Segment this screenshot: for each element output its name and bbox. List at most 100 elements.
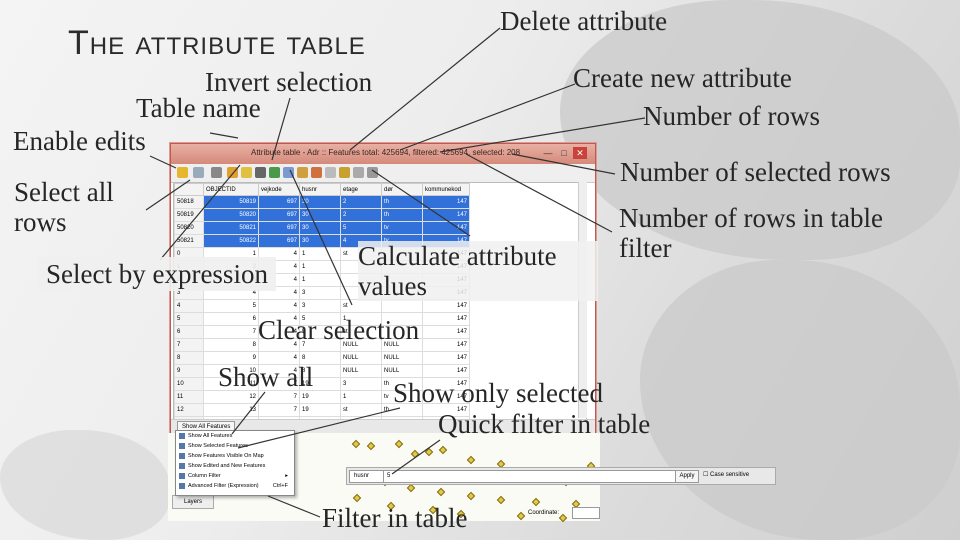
table-cell[interactable]: 50821 [203,221,259,235]
invert-selection-icon[interactable] [255,167,266,178]
layers-tab[interactable]: Layers [172,495,214,509]
row-header[interactable]: 8 [174,351,204,365]
row-header[interactable]: 7 [174,338,204,352]
menu-item[interactable]: Show Selected Features [176,441,294,451]
copy-icon[interactable] [325,167,336,178]
table-cell[interactable] [381,299,423,313]
table-cell[interactable]: 147 [422,195,470,209]
table-cell[interactable]: 147 [422,299,470,313]
apply-button[interactable]: Apply [675,470,699,483]
column-header[interactable]: etage [340,183,382,196]
table-cell[interactable]: 147 [422,338,470,352]
table-cell[interactable]: 19 [299,390,341,404]
table-cell[interactable]: 147 [422,312,470,326]
case-sensitive-checkbox[interactable]: ☐ Case sensitive [703,472,750,478]
table-cell[interactable]: 697 [258,195,300,209]
column-header[interactable]: husnr [299,183,341,196]
select-all-icon[interactable] [227,167,238,178]
maximize-button[interactable]: □ [561,148,567,158]
table-cell[interactable]: 3 [299,286,341,300]
zoom-icon[interactable] [311,167,322,178]
table-cell[interactable]: 147 [422,221,470,235]
table-cell[interactable]: 697 [258,221,300,235]
table-cell[interactable]: 50820 [203,208,259,222]
menu-item[interactable]: Column Filter▸ [176,471,294,481]
close-button[interactable]: ✕ [573,147,587,159]
column-header[interactable]: dør [381,183,423,196]
column-header[interactable]: OBJECTID [203,183,259,196]
table-cell[interactable]: 13 [203,403,259,417]
table-cell[interactable]: 4 [258,299,300,313]
table-cell[interactable]: NULL [381,351,423,365]
table-cell[interactable]: 2 [340,208,382,222]
table-cell[interactable]: 697 [258,208,300,222]
minimize-button[interactable]: — [543,148,553,158]
table-cell[interactable]: 1 [299,260,341,274]
menu-item[interactable]: Show Features Visible On Map [176,451,294,461]
select-expression-icon[interactable] [241,167,252,178]
table-cell[interactable]: 30 [299,221,341,235]
window-titlebar[interactable]: Attribute table - Adr :: Features total:… [171,144,595,164]
row-header[interactable]: 10 [174,377,204,391]
table-cell[interactable]: 3 [340,377,382,391]
menu-item[interactable]: Show Edited and New Features [176,461,294,471]
column-header[interactable]: kommunekod [422,183,470,196]
row-header[interactable]: 9 [174,364,204,378]
table-cell[interactable]: st [340,403,382,417]
table-cell[interactable]: NULL [340,351,382,365]
calculator-icon[interactable] [367,167,378,178]
row-header[interactable]: 12 [174,403,204,417]
row-header[interactable]: 50819 [174,208,204,222]
quick-filter-input[interactable]: 5 [383,470,676,483]
row-header[interactable]: 4 [174,299,204,313]
table-cell[interactable]: 30 [299,234,341,248]
pan-icon[interactable] [297,167,308,178]
table-cell[interactable]: NULL [340,364,382,378]
table-cell[interactable]: NULL [381,364,423,378]
table-cell[interactable]: 3 [299,299,341,313]
table-cell[interactable]: 30 [299,208,341,222]
table-cell[interactable]: 147 [422,416,470,419]
table-cell[interactable]: 50819 [203,195,259,209]
table-cell[interactable]: 1 [299,247,341,261]
table-cell[interactable]: 30 [299,195,341,209]
table-cell[interactable]: 1 [340,390,382,404]
table-cell[interactable]: 7 [258,403,300,417]
column-header[interactable]: vejkode [258,183,300,196]
table-cell[interactable]: 8 [203,338,259,352]
table-cell[interactable]: 7 [203,325,259,339]
table-cell[interactable]: 1 [299,273,341,287]
row-header[interactable]: 50820 [174,221,204,235]
menu-item[interactable]: Show All Features [176,431,294,441]
table-cell[interactable]: 6 [203,312,259,326]
table-cell[interactable]: 147 [422,351,470,365]
move-selection-icon[interactable] [283,167,294,178]
row-header[interactable]: 50818 [174,195,204,209]
table-cell[interactable]: 12 [203,390,259,404]
delete-attribute-icon[interactable] [353,167,364,178]
table-cell[interactable]: 697 [258,234,300,248]
table-cell[interactable]: 5 [340,221,382,235]
table-cell[interactable]: 5 [203,299,259,313]
menu-item[interactable]: Advanced Filter (Expression)Ctrl+F [176,481,294,491]
table-cell[interactable]: 147 [422,325,470,339]
table-cell[interactable]: 2 [340,195,382,209]
row-header[interactable]: 11 [174,390,204,404]
clear-selection-icon[interactable] [269,167,280,178]
table-cell[interactable]: tv [381,221,423,235]
table-cell[interactable]: th [381,195,423,209]
coordinate-field[interactable] [572,507,600,519]
quick-filter-field-select[interactable]: husnr [349,470,385,483]
row-header[interactable]: 50821 [174,234,204,248]
new-attribute-icon[interactable] [339,167,350,178]
table-cell[interactable]: 50822 [203,234,259,248]
pencil-icon[interactable] [177,167,188,178]
